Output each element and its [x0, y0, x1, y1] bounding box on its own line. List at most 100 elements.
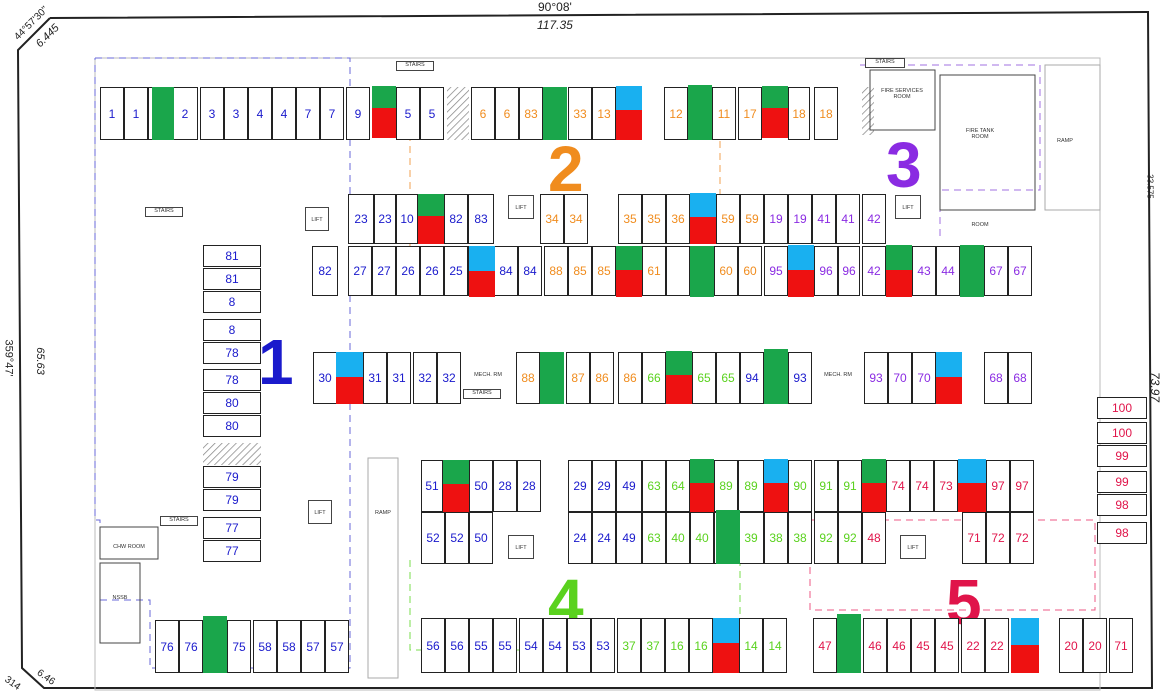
- stairs-label: STAIRS: [145, 207, 183, 217]
- mech-room-label: MECH. RM: [474, 372, 502, 378]
- left-length: 65.63: [33, 347, 46, 375]
- parking-stall: 68: [1008, 352, 1032, 404]
- parking-stall: 30: [313, 352, 337, 404]
- stall-number: 8: [228, 323, 236, 337]
- parking-stall: 23: [374, 194, 396, 244]
- status-marker-red: [336, 377, 363, 404]
- parking-stall: 5: [396, 87, 420, 140]
- stall-number: 84: [499, 264, 513, 278]
- stall-number: 77: [225, 521, 239, 535]
- stall-number: 44: [941, 264, 955, 278]
- stall-number: 89: [744, 479, 758, 493]
- stall-number: 30: [318, 371, 332, 385]
- parking-stall: 97: [1010, 460, 1034, 512]
- stall-number: 52: [426, 531, 440, 545]
- parking-stall: 32: [413, 352, 437, 404]
- parking-stall: 19: [788, 194, 812, 244]
- status-marker-red: [616, 110, 642, 140]
- parking-stall: 74: [910, 460, 934, 512]
- parking-stall: 88: [516, 352, 540, 404]
- status-marker-blue: [1011, 618, 1039, 645]
- parking-stall: 7: [296, 87, 320, 140]
- parking-stall: 77: [203, 517, 261, 539]
- stall-number: 22: [990, 638, 1004, 653]
- parking-stall: 3: [224, 87, 248, 140]
- parking-stall: 85: [592, 246, 616, 296]
- parking-stall: 50: [469, 512, 493, 564]
- status-marker-red: [418, 216, 444, 244]
- lift-label: LIFT: [305, 207, 329, 231]
- status-marker-red: [788, 270, 814, 297]
- stall-number: 34: [545, 212, 559, 226]
- stall-number: 80: [225, 396, 239, 410]
- stall-number: 40: [695, 531, 709, 545]
- parking-stall: 18: [814, 87, 838, 140]
- status-marker-blue: [616, 86, 642, 110]
- stall-number: 49: [622, 479, 636, 493]
- stall-number: 99: [1115, 449, 1129, 463]
- parking-stall: 2: [172, 87, 198, 140]
- parking-stall: 1: [100, 87, 124, 140]
- stall-number: 1: [108, 106, 116, 121]
- parking-stall: 75: [227, 620, 251, 673]
- top-length: 117.35: [537, 18, 573, 32]
- parking-stall: 89: [714, 460, 738, 512]
- stall-number: 100: [1111, 426, 1133, 440]
- stall-number: 14: [744, 638, 758, 653]
- stall-number: 19: [769, 212, 783, 226]
- stall-number: 26: [425, 264, 439, 278]
- parking-stall: 29: [568, 460, 592, 512]
- status-marker-blue: [713, 618, 739, 643]
- parking-stall: 71: [1109, 618, 1133, 673]
- status-marker-green: [543, 87, 567, 140]
- parking-stall: 91: [814, 460, 838, 512]
- lift-label: LIFT: [308, 500, 332, 524]
- status-marker-red: [469, 271, 495, 297]
- parking-stall: 59: [716, 194, 740, 244]
- parking-stall: 88: [544, 246, 568, 296]
- parking-stall: 52: [421, 512, 445, 564]
- stall-number: 13: [597, 106, 611, 121]
- stall-number: 68: [989, 371, 1003, 385]
- stall-number: 46: [868, 638, 882, 653]
- parking-stall: 72: [986, 512, 1010, 564]
- stall-number: 55: [474, 638, 488, 653]
- fire-tank-room: [939, 74, 1036, 211]
- parking-stall: 41: [836, 194, 860, 244]
- stall-number: 17: [743, 106, 757, 121]
- stall-number: 63: [647, 479, 661, 493]
- stall-number: 76: [184, 639, 198, 654]
- parking-stall: 92: [838, 512, 862, 564]
- parking-stall: 38: [788, 512, 812, 564]
- stall-number: 6: [479, 106, 487, 121]
- stall-number: 70: [893, 371, 907, 385]
- parking-stall: 67: [984, 246, 1008, 296]
- status-marker-green: [203, 616, 227, 673]
- parking-stall: 53: [591, 618, 615, 673]
- parking-stall: 22: [961, 618, 985, 673]
- parking-stall: 3: [200, 87, 224, 140]
- stall-number: 72: [991, 531, 1005, 545]
- parking-stall: 96: [838, 246, 860, 296]
- status-marker-blue: [936, 352, 962, 377]
- status-marker-green: [688, 85, 712, 140]
- parking-stall: 31: [363, 352, 387, 404]
- status-marker-red: [958, 483, 986, 512]
- parking-stall: 61: [642, 246, 666, 296]
- stall-number: 58: [258, 639, 272, 654]
- parking-stall: 92: [814, 512, 838, 564]
- stall-number: 41: [841, 212, 855, 226]
- parking-stall: 64: [666, 460, 690, 512]
- parking-stall: 82: [312, 246, 338, 296]
- stall-number: 56: [450, 638, 464, 653]
- stall-number: 5: [428, 106, 436, 121]
- parking-stall: 53: [567, 618, 591, 673]
- parking-stall: 80: [203, 415, 261, 437]
- stall-number: 98: [1115, 498, 1129, 512]
- parking-stall: 86: [590, 352, 614, 404]
- parking-stall: 45: [935, 618, 959, 673]
- parking-stall: 68: [984, 352, 1008, 404]
- status-marker-blue: [886, 245, 912, 270]
- stall-number: 57: [330, 639, 344, 654]
- stall-number: 53: [596, 638, 610, 653]
